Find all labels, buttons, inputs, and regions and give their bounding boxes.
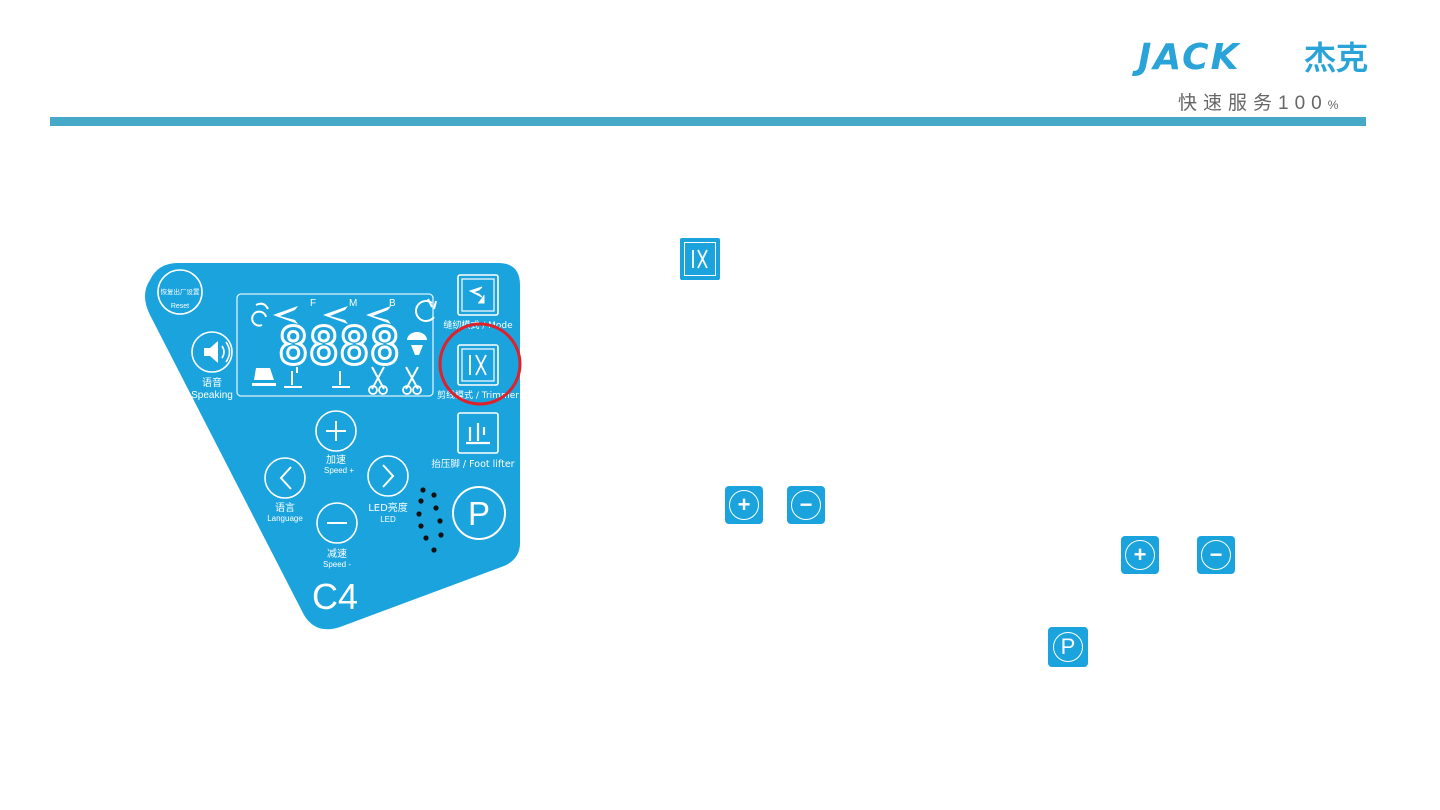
reset-label-en: Reset: [171, 303, 189, 310]
speed-up-label-en: Speed +: [324, 466, 354, 475]
jack-logo: JACK 杰克: [1138, 40, 1390, 76]
speaking-label-cn: 语音: [202, 376, 222, 389]
speaking-label-en: Speaking: [191, 390, 233, 401]
model-label-text: C4: [312, 576, 358, 617]
minus-icon: −: [1197, 536, 1235, 574]
control-panel-svg: F M B 8888 恢复出厂设置 Reset 语音 Speaking 缝纫模式…: [140, 255, 530, 635]
p-button-label: P: [468, 495, 490, 532]
speed-down-label-cn: 减速: [327, 548, 347, 560]
speed-up-label-cn: 加速: [326, 454, 346, 466]
foot-lifter-label: 抬压脚 / Foot lifter: [431, 458, 514, 470]
minus-icon: −: [787, 486, 825, 524]
trimmer-mode-icon: [680, 238, 720, 280]
model-label: C4: [312, 576, 358, 617]
led-label-cn: LED亮度: [368, 501, 408, 514]
speed-down-label-en: Speed -: [323, 560, 351, 569]
plus-icon: +: [1121, 536, 1159, 574]
language-label-cn: 语言: [275, 501, 295, 514]
slogan-text: 快速服务100: [1178, 93, 1328, 114]
p-key-icon: P: [1048, 627, 1088, 667]
led-label-en: LED: [380, 515, 396, 524]
indicator-f: F: [310, 298, 316, 309]
header-divider: [50, 117, 1366, 126]
indicator-b: B: [389, 298, 396, 309]
reset-label-cn: 恢复出厂设置: [161, 287, 201, 296]
slogan-percent: %: [1328, 98, 1339, 112]
indicator-m: M: [349, 298, 357, 309]
plus-icon: +: [725, 486, 763, 524]
logo-chinese: 杰克: [1304, 40, 1368, 76]
control-panel: F M B 8888 恢复出厂设置 Reset 语音 Speaking 缝纫模式…: [140, 255, 530, 635]
trimmer-mode-icon-svg: [680, 238, 720, 280]
logo-text: JACK: [1138, 40, 1240, 76]
language-label-en: Language: [267, 514, 303, 523]
slogan: 快速服务100%: [1178, 88, 1338, 115]
